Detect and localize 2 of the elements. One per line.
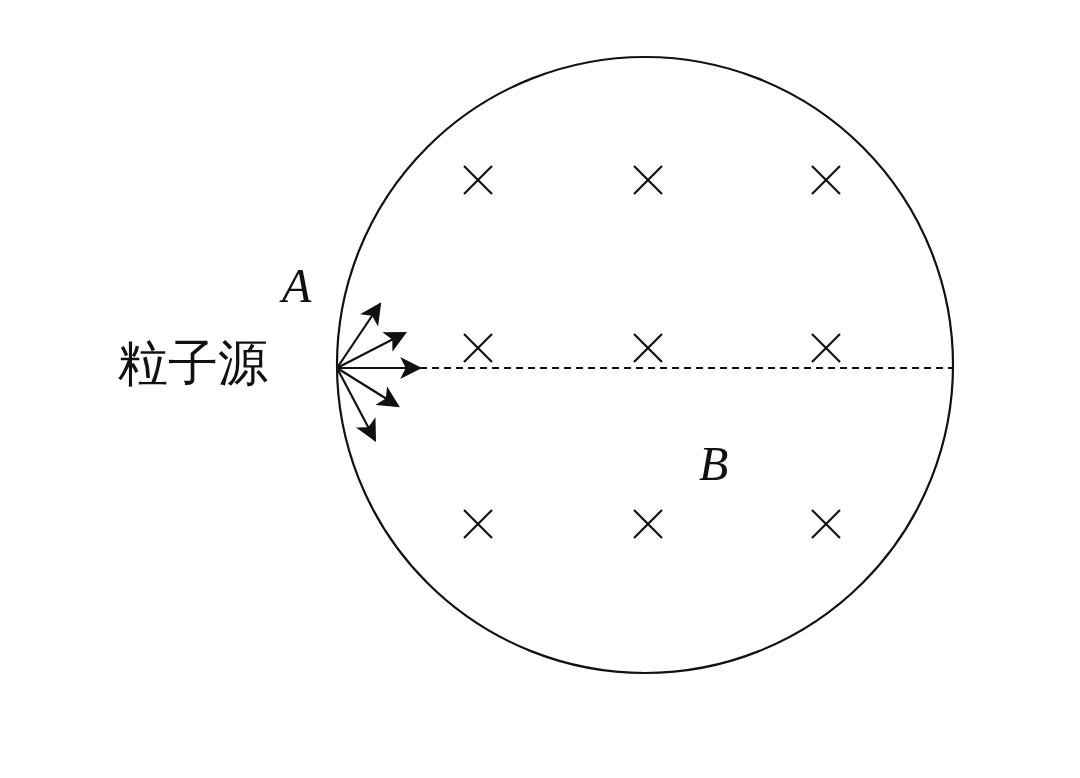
source-label: 粒子源 <box>118 338 268 388</box>
field-label: B <box>699 440 729 488</box>
